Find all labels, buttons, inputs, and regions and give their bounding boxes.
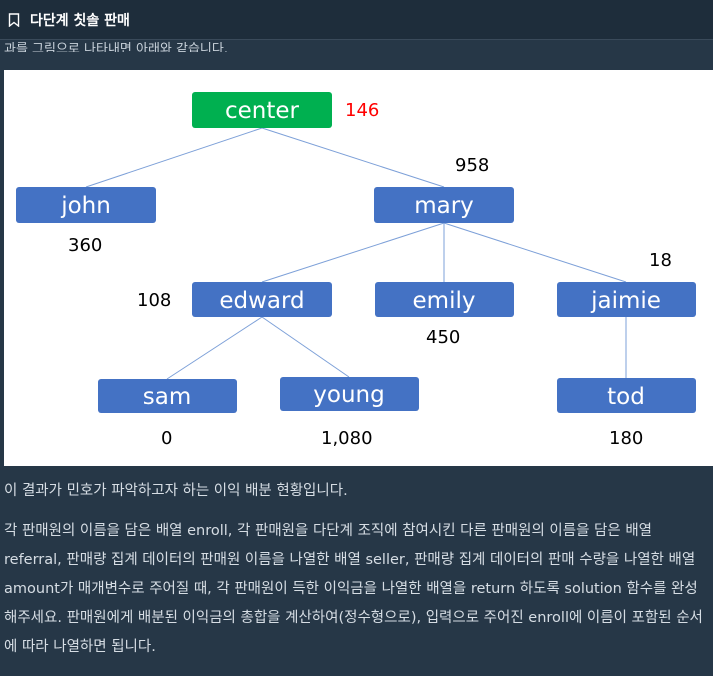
node-mary: mary xyxy=(374,187,514,223)
node-tod: tod xyxy=(557,378,696,413)
node-sam: sam xyxy=(98,379,237,413)
node-young: young xyxy=(280,377,419,411)
referral-tree-diagram: center john mary edward emily jaimie sam xyxy=(4,70,713,466)
edge-mary-jaimie xyxy=(443,222,627,283)
node-label-emily: emily xyxy=(413,288,476,314)
edge-edward-sam xyxy=(166,316,263,380)
result-sentence: 이 결과가 민호가 파악하고자 하는 이익 배분 현황입니다. xyxy=(4,483,348,499)
node-label-mary: mary xyxy=(414,193,474,219)
partial-text: 과를 그림으로 나타내면 아래와 같습니다. xyxy=(4,42,228,52)
amount-jaimie: 18 xyxy=(649,250,672,271)
edge-center-mary xyxy=(261,127,445,188)
page-title: 다단계 칫솔 판매 xyxy=(30,12,130,29)
node-label-center: center xyxy=(225,98,300,124)
edge-center-john xyxy=(85,127,263,188)
node-label-john: john xyxy=(60,193,111,219)
edge-edward-young xyxy=(261,316,350,378)
node-jaimie: jaimie xyxy=(557,282,696,317)
node-edward: edward xyxy=(192,282,332,317)
node-center: center xyxy=(192,92,332,128)
node-label-edward: edward xyxy=(219,288,304,314)
amount-center: 146 xyxy=(345,100,379,121)
problem-description: 각 판매원의 이름을 담은 배열 enroll, 각 판매원을 다단계 조직에 … xyxy=(4,523,703,655)
header-bar: 다단계 칫솔 판매 xyxy=(0,0,713,40)
amount-mary: 958 xyxy=(455,155,489,176)
amount-john: 360 xyxy=(68,235,102,256)
amount-tod: 180 xyxy=(609,428,643,449)
node-label-sam: sam xyxy=(143,384,191,410)
node-emily: emily xyxy=(375,282,514,317)
amount-young: 1,080 xyxy=(321,428,373,449)
amount-edward: 108 xyxy=(137,290,171,311)
partial-text-line: 과를 그림으로 나타내면 아래와 같습니다. xyxy=(0,32,713,52)
amount-sam: 0 xyxy=(161,428,172,449)
amount-emily: 450 xyxy=(426,327,460,348)
bookmark-icon[interactable] xyxy=(8,12,20,27)
node-label-jaimie: jaimie xyxy=(590,288,661,314)
edge-mary-edward xyxy=(261,222,445,283)
node-label-young: young xyxy=(313,382,384,408)
node-label-tod: tod xyxy=(607,384,645,410)
node-john: john xyxy=(16,187,156,223)
